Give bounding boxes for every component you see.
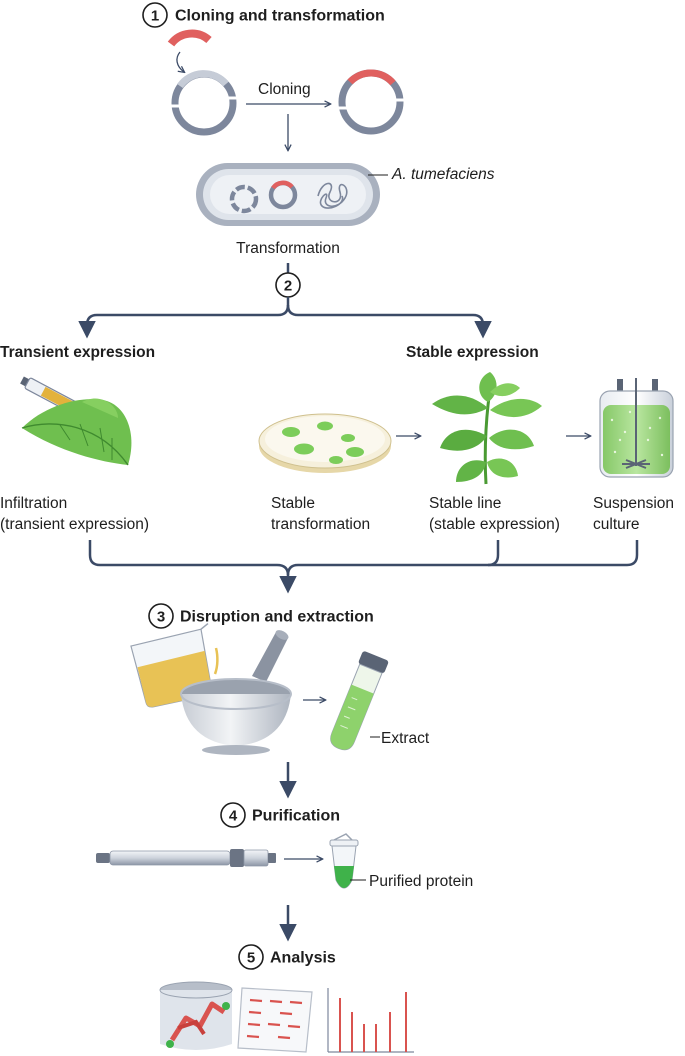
cloning-label: Cloning (258, 81, 311, 98)
extract-label: Extract (381, 730, 430, 747)
step-2-number: 2 (284, 278, 292, 295)
gel-icon (237, 987, 313, 1053)
stable-heading: Stable expression (406, 344, 539, 361)
protein-structure-icon (159, 981, 233, 1050)
suspension-culture-line1: Suspension (593, 495, 674, 512)
step-1-badge (142, 2, 168, 28)
transformation-label: Transformation (236, 240, 340, 257)
stable-line-line2: (stable expression) (429, 516, 560, 533)
insert-arrow (176, 51, 184, 72)
bioreactor-icon (599, 378, 674, 478)
infiltration-label-line1: Infiltration (0, 495, 67, 512)
step-4-number: 4 (229, 808, 238, 825)
plasmid-icon (170, 70, 238, 136)
step-5-header: 5 Analysis (238, 944, 336, 970)
dna-insert-icon (167, 29, 212, 47)
stable-transformation-line1: Stable (271, 495, 315, 512)
leaf-icon (21, 398, 132, 466)
pour-stream (213, 647, 219, 675)
petri-dish-icon (258, 413, 392, 473)
stable-line-line1: Stable line (429, 495, 501, 512)
merge-line-stable (286, 540, 500, 576)
microtube-icon (329, 833, 359, 889)
merge-line-culture (488, 540, 639, 567)
transient-heading: Transient expression (0, 344, 155, 361)
plant-icon (432, 372, 542, 485)
step-3-number: 3 (157, 609, 165, 626)
mortar-pestle-icon (180, 630, 292, 755)
split-arrow-stable (286, 304, 492, 339)
stable-transformation-line2: transformation (271, 516, 370, 533)
split-arrow-transient (78, 297, 290, 339)
test-tube-icon (330, 651, 389, 751)
step-4-badge (220, 802, 246, 828)
suspension-culture-line2: culture (593, 516, 640, 533)
step-4-title: Purification (252, 808, 340, 825)
recombinant-plasmid-icon (337, 69, 405, 135)
step-5-badge (238, 944, 264, 970)
step-4-header: 4 Purification (220, 802, 340, 828)
step-1-header: 1 Cloning and transformation (142, 2, 385, 28)
chromatography-column-icon (96, 849, 276, 867)
step-5-number: 5 (247, 950, 255, 967)
step-2-header: 2 (275, 272, 301, 298)
step-1-title: Cloning and transformation (175, 8, 385, 25)
step-3-header: 3 Disruption and extraction (148, 603, 374, 629)
step-3-badge (148, 603, 174, 629)
mass-spectrum-icon (327, 988, 414, 1053)
step-3-title: Disruption and extraction (180, 609, 374, 626)
purified-label: Purified protein (369, 873, 473, 890)
step-5-title: Analysis (270, 950, 336, 967)
bacterium-label: A. tumefaciens (391, 166, 495, 183)
infiltration-label-line2: (transient expression) (0, 516, 149, 533)
agrobacterium-icon (196, 163, 380, 226)
merge-arrow (88, 540, 297, 594)
step-1-number: 1 (151, 8, 159, 25)
